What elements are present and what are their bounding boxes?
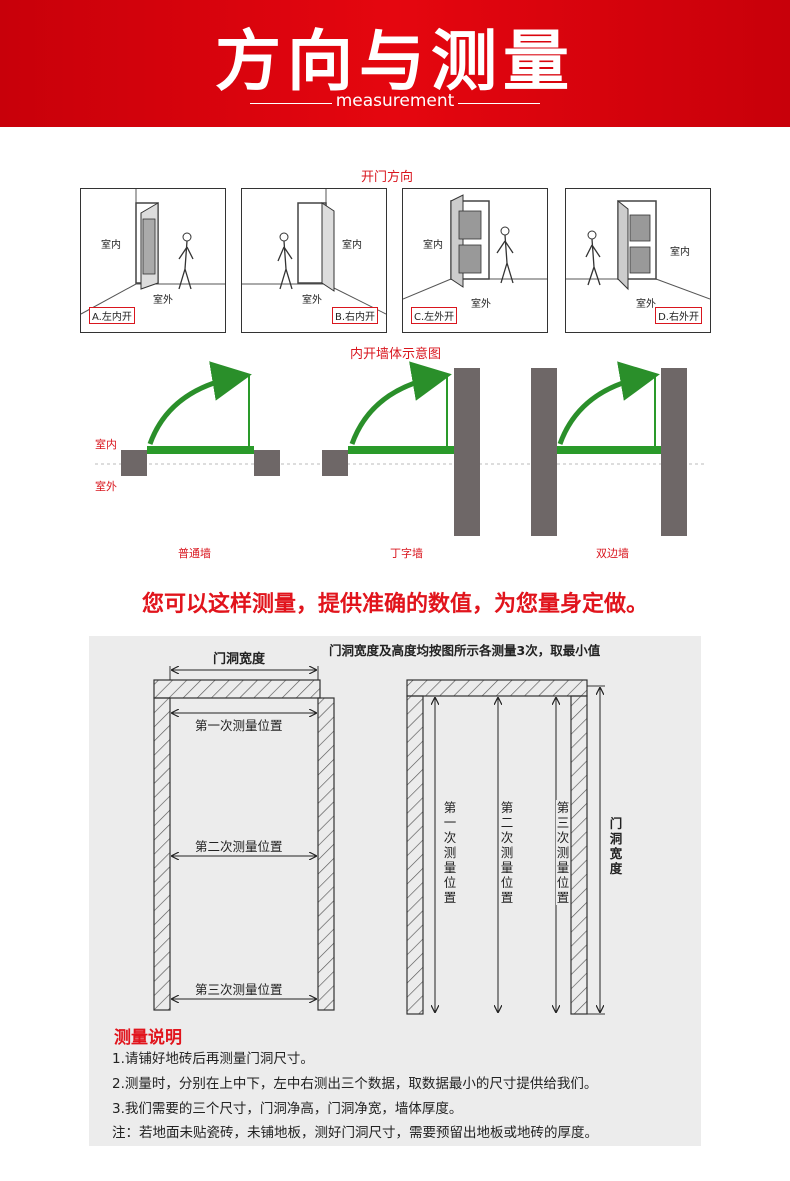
- height-position-3: 第三次测量位置: [195, 979, 283, 998]
- door-tag-c: C.左外开: [411, 307, 458, 324]
- measurement-panel: 门洞宽度 门洞宽度及高度均按图所示各测量3次，取最小值 第一次测量位置 第二次测…: [89, 636, 701, 1146]
- note-item-4: 注：若地面未贴瓷砖，未铺地板，测好门洞尺寸，需要预留出地板或地砖的厚度。: [112, 1125, 598, 1141]
- note-item-1: 1.请铺好地砖后再测量门洞尺寸。: [112, 1051, 314, 1067]
- door-illustration-c: [403, 194, 547, 300]
- wall-label-normal: 普通墙: [178, 547, 211, 560]
- opening-width-side-label: 门洞宽度: [609, 816, 623, 876]
- door-tag-d: D.右外开: [655, 307, 702, 324]
- door-illustration-b: [242, 189, 386, 315]
- door-panel-c: 室内 室外 C.左外开: [402, 188, 548, 333]
- indoor-label: 室内: [101, 240, 121, 251]
- door-panel-b: 室内 室外 B.右内开: [241, 188, 387, 333]
- header-divider-right: [458, 103, 540, 104]
- wall-double-side: [531, 361, 687, 536]
- indoor-label: 室内: [670, 247, 690, 258]
- height-position-1: 第一次测量位置: [195, 715, 283, 734]
- outdoor-label: 室外: [153, 295, 173, 306]
- notes-title: 测量说明: [114, 1028, 182, 1048]
- outdoor-side-label: 室外: [95, 480, 117, 493]
- outdoor-label: 室外: [302, 295, 322, 306]
- indoor-side-label: 室内: [95, 438, 117, 451]
- indoor-label: 室内: [423, 240, 443, 251]
- door-illustration-d: [566, 199, 710, 300]
- wall-types-diagram: [95, 361, 705, 536]
- opening-width-label: 门洞宽度: [213, 652, 266, 667]
- page-subtitle: measurement: [335, 91, 455, 111]
- door-illustration-a: [81, 189, 225, 315]
- door-panel-a: 室内 室外 A.左内开: [80, 188, 226, 333]
- measurement-diagram: [153, 666, 605, 1015]
- measure-cta-headline: 您可以这样测量，提供准确的数值，为您量身定做。: [141, 592, 648, 617]
- door-direction-title: 开门方向: [361, 170, 414, 185]
- note-item-3: 3.我们需要的三个尺寸，门洞净高，门洞净宽，墙体厚度。: [112, 1101, 463, 1117]
- outdoor-label: 室外: [471, 299, 491, 310]
- header-banner: 方向与测量 measurement: [0, 0, 790, 127]
- width-position-3: 第三次测量位置: [556, 800, 570, 905]
- header-divider-left: [250, 103, 332, 104]
- wall-normal: [121, 361, 280, 476]
- wall-label-double: 双边墙: [596, 547, 629, 560]
- width-measure-frame: [406, 679, 605, 1015]
- width-position-1: 第一次测量位置: [443, 800, 457, 905]
- wall-types-title: 内开墙体示意图: [350, 347, 442, 362]
- door-tag-b: B.右内开: [331, 307, 378, 324]
- height-measure-frame: [153, 666, 335, 1011]
- wall-t-junction: [322, 361, 480, 536]
- note-item-2: 2.测量时，分别在上中下，左中右测出三个数据，取数据最小的尺寸提供给我们。: [112, 1076, 598, 1092]
- wall-label-t: 丁字墙: [390, 547, 423, 560]
- door-tag-a: A.左内开: [89, 307, 135, 324]
- indoor-label: 室内: [342, 240, 362, 251]
- measurement-instruction: 门洞宽度及高度均按图所示各测量3次，取最小值: [329, 643, 601, 658]
- door-panel-d: 室内 室外 D.右外开: [565, 188, 711, 333]
- outdoor-label: 室外: [636, 299, 656, 310]
- height-position-2: 第二次测量位置: [195, 836, 283, 855]
- width-position-2: 第二次测量位置: [500, 800, 514, 905]
- page-title: 方向与测量: [215, 23, 575, 100]
